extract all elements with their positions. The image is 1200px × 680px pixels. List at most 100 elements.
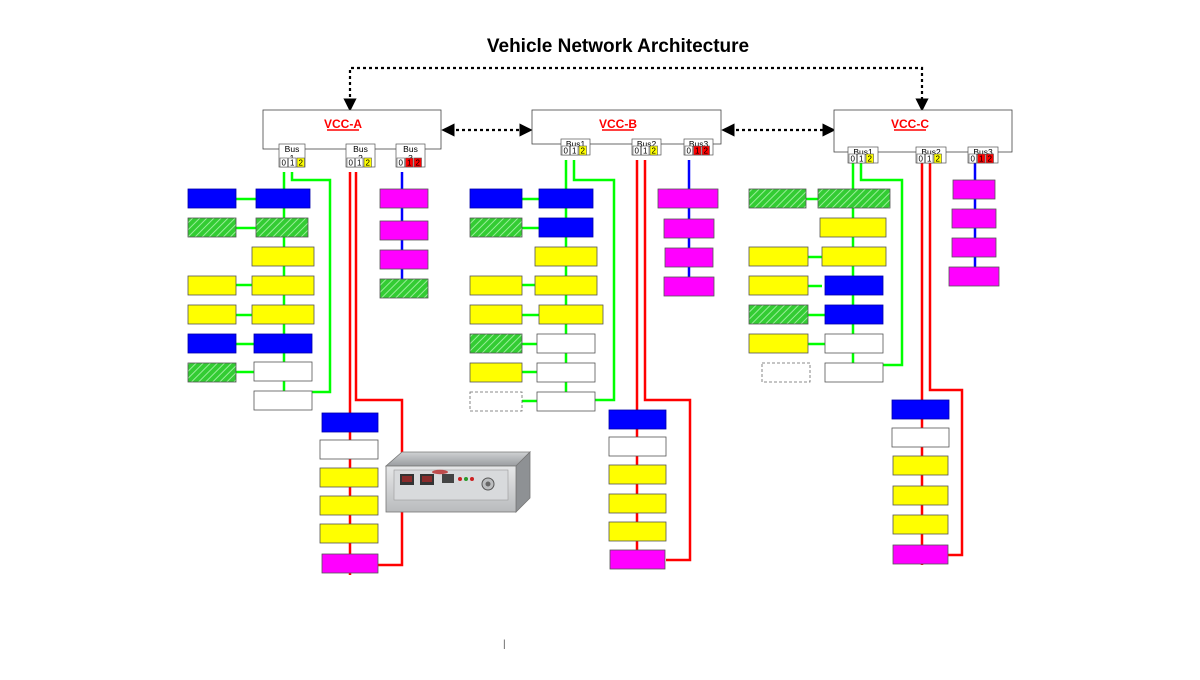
ecu-node (817, 188, 891, 209)
port-cell (848, 153, 857, 164)
bus-label: Bus3 (973, 147, 993, 157)
bus2-a-loop (354, 172, 404, 567)
port-cell (288, 157, 297, 168)
port-cell (865, 153, 874, 164)
ecu-node (187, 275, 237, 296)
ecu-node (469, 217, 523, 238)
ecu-node (948, 266, 1000, 287)
bus1-a-loop (290, 172, 332, 394)
ecu-node (748, 246, 809, 267)
bus-label: Bus (285, 144, 300, 154)
port-cell (857, 153, 866, 164)
ecu-node (761, 362, 811, 383)
ecu-node (255, 217, 309, 238)
port-label: 1 (859, 155, 864, 164)
port-label: 1 (407, 159, 412, 168)
port-cell (396, 157, 405, 168)
ecu-node (819, 217, 887, 238)
ecu-node (469, 362, 523, 383)
ecu-node (608, 521, 667, 542)
ecu-node (748, 275, 809, 296)
ecu-node (251, 246, 315, 267)
bus-label: Bus1 (853, 147, 873, 157)
port-cell (363, 157, 372, 168)
diagram-title: Vehicle Network Architecture (487, 36, 749, 57)
ecu-node (824, 333, 884, 354)
port-label: 0 (282, 159, 287, 168)
ecu-node (824, 362, 884, 383)
port-cell (279, 157, 288, 168)
bus1-b-loop (572, 160, 616, 402)
ecu-node (892, 455, 949, 476)
ecu-node (748, 333, 809, 354)
ecu-node (608, 409, 667, 430)
ecu-node (536, 333, 596, 354)
port-cell (578, 145, 587, 156)
port-label: 2 (366, 159, 371, 168)
ecu-node (824, 304, 884, 325)
port-label: 1 (572, 147, 577, 156)
ecu-node (319, 495, 379, 516)
ecu-node (824, 275, 884, 296)
ecu-node (951, 208, 997, 229)
ecu-node (469, 275, 523, 296)
port-cell (701, 145, 710, 156)
bus2-b-loop (643, 160, 692, 562)
port-label: 1 (290, 159, 295, 168)
ecu-node (251, 275, 315, 296)
ecu-node (319, 439, 379, 460)
ecu-node (321, 412, 379, 433)
ecu-node (379, 188, 429, 209)
port-cell (916, 153, 925, 164)
port-label: 2 (868, 155, 873, 164)
ecu-node (951, 237, 997, 258)
ecu-node (657, 188, 719, 209)
ecu-node (319, 467, 379, 488)
bus-label: Bus2 (921, 147, 941, 157)
ecu-node (251, 304, 315, 325)
ecu-node (379, 278, 429, 299)
ecu-node (253, 390, 313, 411)
port-label: 2 (652, 147, 657, 156)
port-label: 0 (971, 155, 976, 164)
port-cell (977, 153, 986, 164)
ecu-node (187, 217, 237, 238)
ecu-nodes (187, 179, 1000, 574)
bus-label: Bus2 (637, 139, 657, 149)
port-cell (405, 157, 414, 168)
bus1-c-loop (859, 160, 904, 367)
bus-label: Bus1 (566, 139, 586, 149)
ecu-node (536, 391, 596, 412)
ecu-node (469, 391, 523, 412)
port-label: 0 (687, 147, 692, 156)
ecu-node (379, 220, 429, 241)
port-label: 2 (416, 159, 421, 168)
port-cell (925, 153, 934, 164)
port-label: 0 (851, 155, 856, 164)
cursor-mark: | (503, 639, 506, 650)
port-cell (561, 145, 570, 156)
port-cell (346, 157, 355, 168)
controllers: VCC-ABus1012Bus2012Bus3012VCC-BBus1012Bu… (262, 109, 1013, 168)
ecu-node (536, 362, 596, 383)
ecu-node (538, 188, 594, 209)
bus-label: Bus3 (689, 139, 709, 149)
port-label: 1 (979, 155, 984, 164)
port-label: 0 (919, 155, 924, 164)
port-cell (413, 157, 422, 168)
ecu-node (321, 553, 379, 574)
port-cell (355, 157, 364, 168)
controller-box (531, 109, 722, 145)
port-label: 0 (564, 147, 569, 156)
port-cell (632, 145, 641, 156)
ecu-node (748, 304, 809, 325)
